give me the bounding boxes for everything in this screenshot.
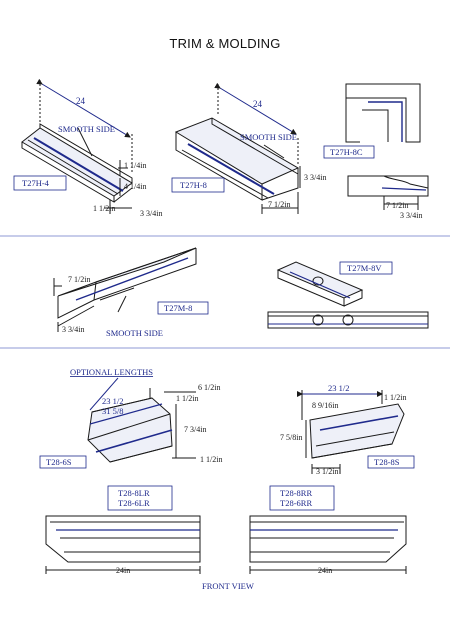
t28-6s-dim-4: 1 1/2in	[200, 455, 222, 464]
t27h8-label: T27H-8	[180, 180, 207, 190]
t27h8-label-box	[171, 177, 225, 193]
t27m8-dim-1: 7 1/2in	[68, 275, 90, 284]
t28-8s-label-box	[367, 455, 415, 469]
t28-6s-len-2: 31 5/8	[102, 406, 124, 416]
front-left-label-1: T28-8LR	[118, 488, 150, 498]
t27h8c-profile-drawing	[347, 175, 429, 210]
t27h4-dim-3: 1 1/2in	[93, 204, 115, 213]
t27h4-dim-top: 24	[76, 96, 86, 106]
front-right-length: 24in	[318, 566, 332, 575]
t27h8c-dim-1: 7 1/2in	[386, 201, 408, 210]
front-view-right	[249, 515, 407, 574]
t27h8-smooth-side: SMOOTH SIDE	[240, 132, 297, 142]
t28-6s-dim-1: 6 1/2in	[198, 383, 220, 392]
t27m8-drawing	[53, 247, 197, 332]
t27h4-label-box	[13, 175, 67, 191]
t27h8-dim-1: 3 3/4in	[304, 173, 326, 182]
t28-6s-dim-3: 7 3/4in	[184, 425, 206, 434]
front-left-length: 24in	[116, 566, 130, 575]
t27m8v-label-box	[339, 261, 393, 275]
t27h8c-label: T27H-8C	[330, 147, 363, 157]
t27m8-smooth-side: SMOOTH SIDE	[106, 328, 163, 338]
t27m8v-front-drawing	[267, 311, 429, 329]
t28-8s-dim-0: 1 1/2in	[384, 393, 406, 402]
t28-6s-drawing	[87, 377, 196, 463]
t27h8c-label-box	[323, 145, 375, 159]
t27h4-dim-2: 4 1/4in	[124, 182, 146, 191]
front-right-label-1: T28-8RR	[280, 488, 312, 498]
t28-6s-len-1: 23 1/2	[102, 396, 124, 406]
t28-6s-dim-2: 1 1/2in	[176, 394, 198, 403]
front-view-caption: FRONT VIEW	[202, 581, 254, 591]
t27h8-dim-top: 24	[253, 99, 263, 109]
t27h4-label: T27H-4	[22, 178, 50, 188]
front-left-label-2: T28-6LR	[118, 498, 150, 508]
t27h8c-dim-2: 3 3/4in	[400, 211, 422, 220]
t27h4-dim-1: 1 1/4in	[124, 161, 146, 170]
t27h8-drawing	[174, 82, 301, 214]
t28-8s-drawing	[297, 390, 405, 474]
t27m8-dim-2: 3 3/4in	[62, 325, 84, 334]
t28-8s-label: T28-8S	[374, 457, 400, 467]
t27h8c-corner-drawing	[345, 83, 421, 143]
t27h8-dim-2: 7 1/2in	[268, 200, 290, 209]
t28-8s-dim-1: 8 9/16in	[312, 401, 338, 410]
t28-8s-dim-3: 3 1/2in	[316, 467, 338, 476]
page-title: TRIM & MOLDING	[169, 36, 281, 51]
t27h4-drawing	[21, 78, 133, 214]
t27m8-label-box	[157, 301, 209, 315]
front-right-label-2: T28-6RR	[280, 498, 312, 508]
t27h4-dim-4: 3 3/4in	[140, 209, 162, 218]
t27m8v-label: T27M-8V	[347, 263, 382, 273]
t28-6s-label-box	[39, 455, 87, 469]
t28-8s-dim-2: 7 5/8in	[280, 433, 302, 442]
t28-6s-label: T28-6S	[46, 457, 72, 467]
t27m8v-perspective-drawing	[276, 261, 364, 307]
t27m8-label: T27M-8	[164, 303, 192, 313]
front-left-label-box	[107, 485, 173, 511]
t28-8s-len: 23 1/2	[328, 383, 350, 393]
front-right-label-box	[269, 485, 335, 511]
t27h4-smooth-side: SMOOTH SIDE	[58, 124, 115, 134]
t28-6s-optional-lengths: OPTIONAL LENGTHS	[70, 367, 153, 377]
front-view-left	[45, 515, 201, 574]
